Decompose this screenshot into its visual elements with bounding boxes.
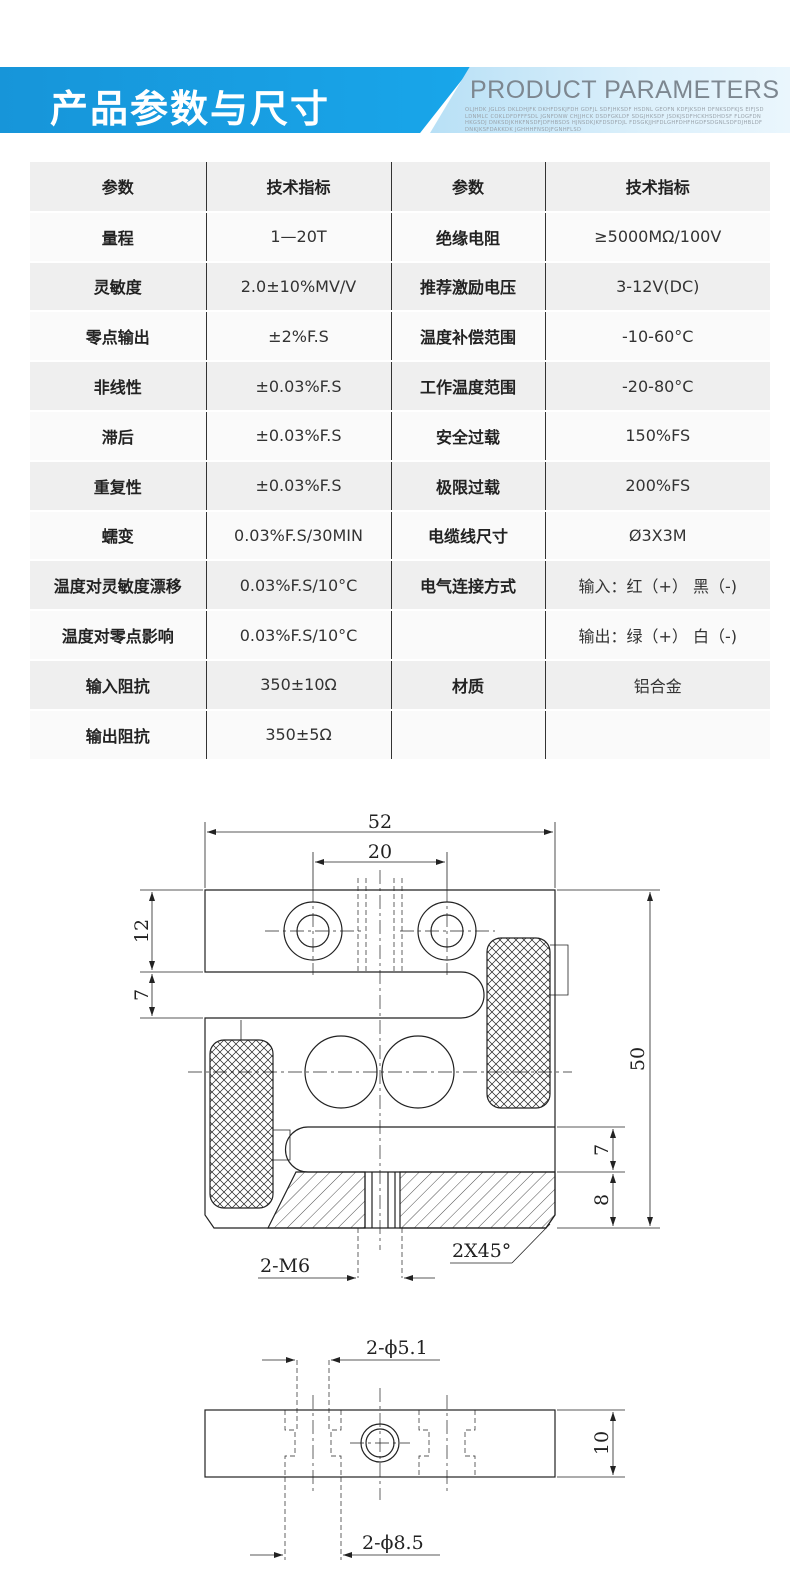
param-name-cell: 非线性 (30, 361, 207, 411)
param-name-cell: 量程 (30, 211, 207, 262)
param-value-cell: 0.03%F.S/10°C (206, 560, 392, 611)
label-chamfer: 2X45° (452, 1240, 511, 1262)
param-value-cell: 1—20T (206, 211, 392, 262)
dim-50: 50 (627, 1047, 649, 1071)
param-value-cell: ±0.03%F.S (206, 410, 392, 461)
param-value-cell: 输入：红（+） 黑（-) (545, 560, 770, 611)
param-name-cell: 重复性 (30, 460, 207, 511)
banner-blue-panel (0, 67, 472, 133)
param-value-cell: ≥5000MΩ/100V (545, 211, 770, 262)
param-value-cell: 200%FS (545, 460, 770, 511)
param-value-cell: 350±5Ω (206, 709, 392, 760)
dim-10: 10 (591, 1431, 613, 1455)
param-name-cell: 电缆线尺寸 (391, 510, 546, 561)
dim-52: 52 (368, 811, 392, 833)
param-name-cell: 材质 (391, 659, 546, 710)
param-value-cell: 3-12V(DC) (545, 261, 770, 312)
param-value-cell: 350±10Ω (206, 659, 392, 710)
banner-light-panel (430, 67, 790, 133)
banner-fine-print: OLJHDK JGLDS DKLDHJFK DKHFDSKJFDH GDFJL … (465, 107, 764, 133)
param-name-cell: 蠕变 (30, 510, 207, 561)
param-value-cell: 铝合金 (545, 659, 770, 710)
param-name-cell: 温度对灵敏度漂移 (30, 560, 207, 611)
dim-7-right: 7 (591, 1144, 613, 1156)
header-banner: 产品参数与尺寸 PRODUCT PARAMETERS OLJHDK JGLDS … (0, 67, 790, 133)
param-name-cell: 电气连接方式 (391, 560, 546, 611)
param-value-cell: -10-60°C (545, 311, 770, 362)
param-value-cell: -20-80°C (545, 361, 770, 411)
table-header-cell: 技术指标 (206, 162, 392, 212)
table-header-cell: 技术指标 (545, 162, 770, 212)
table-header-cell: 参数 (30, 162, 207, 212)
param-value-cell: Ø3X3M (545, 510, 770, 561)
param-value-cell: 150%FS (545, 410, 770, 461)
page-title-english: PRODUCT PARAMETERS (470, 76, 780, 104)
param-value-cell: ±2%F.S (206, 311, 392, 362)
param-name-cell: 推荐激励电压 (391, 261, 546, 312)
param-value-cell: 2.0±10%MV/V (206, 261, 392, 312)
param-name-cell: 温度对零点影响 (30, 610, 207, 660)
side-view-drawing: 2-ϕ5.1 2-ϕ8.5 10 (204, 1337, 625, 1560)
param-name-cell: 工作温度范围 (391, 361, 546, 411)
dim-8: 8 (591, 1194, 613, 1206)
param-value-cell (545, 709, 770, 760)
param-value-cell: 输出：绿（+） 白（-) (545, 610, 770, 660)
param-name-cell: 灵敏度 (30, 261, 207, 312)
param-name-cell: 绝缘电阻 (391, 211, 546, 262)
label-hole-85: 2-ϕ8.5 (362, 1532, 424, 1554)
param-value-cell: ±0.03%F.S (206, 460, 392, 511)
table-header-cell: 参数 (391, 162, 546, 212)
param-name-cell: 输入阻抗 (30, 659, 207, 710)
dim-7-left: 7 (131, 989, 153, 1001)
param-name-cell: 极限过载 (391, 460, 546, 511)
label-m6: 2-M6 (260, 1255, 310, 1277)
param-value-cell: 0.03%F.S/30MIN (206, 510, 392, 561)
param-name-cell (391, 610, 546, 660)
page-title: 产品参数与尺寸 (50, 87, 331, 131)
dim-20: 20 (368, 841, 392, 863)
param-name-cell: 安全过载 (391, 410, 546, 461)
param-value-cell: 0.03%F.S/10°C (206, 610, 392, 660)
param-value-cell: ±0.03%F.S (206, 361, 392, 411)
param-name-cell: 零点输出 (30, 311, 207, 362)
param-name-cell: 输出阻抗 (30, 709, 207, 760)
body-outline (204, 889, 556, 1229)
front-view-drawing: 52 20 12 7 50 7 8 2-M6 2X45° (131, 811, 660, 1281)
dim-12: 12 (131, 919, 153, 943)
label-hole-51: 2-ϕ5.1 (366, 1337, 428, 1359)
lower-slot (284, 1126, 555, 1173)
table-header-row: 参数技术指标参数技术指标 (30, 162, 770, 212)
param-name-cell: 温度补偿范围 (391, 311, 546, 362)
param-name-cell: 滞后 (30, 410, 207, 461)
param-name-cell (391, 709, 546, 760)
